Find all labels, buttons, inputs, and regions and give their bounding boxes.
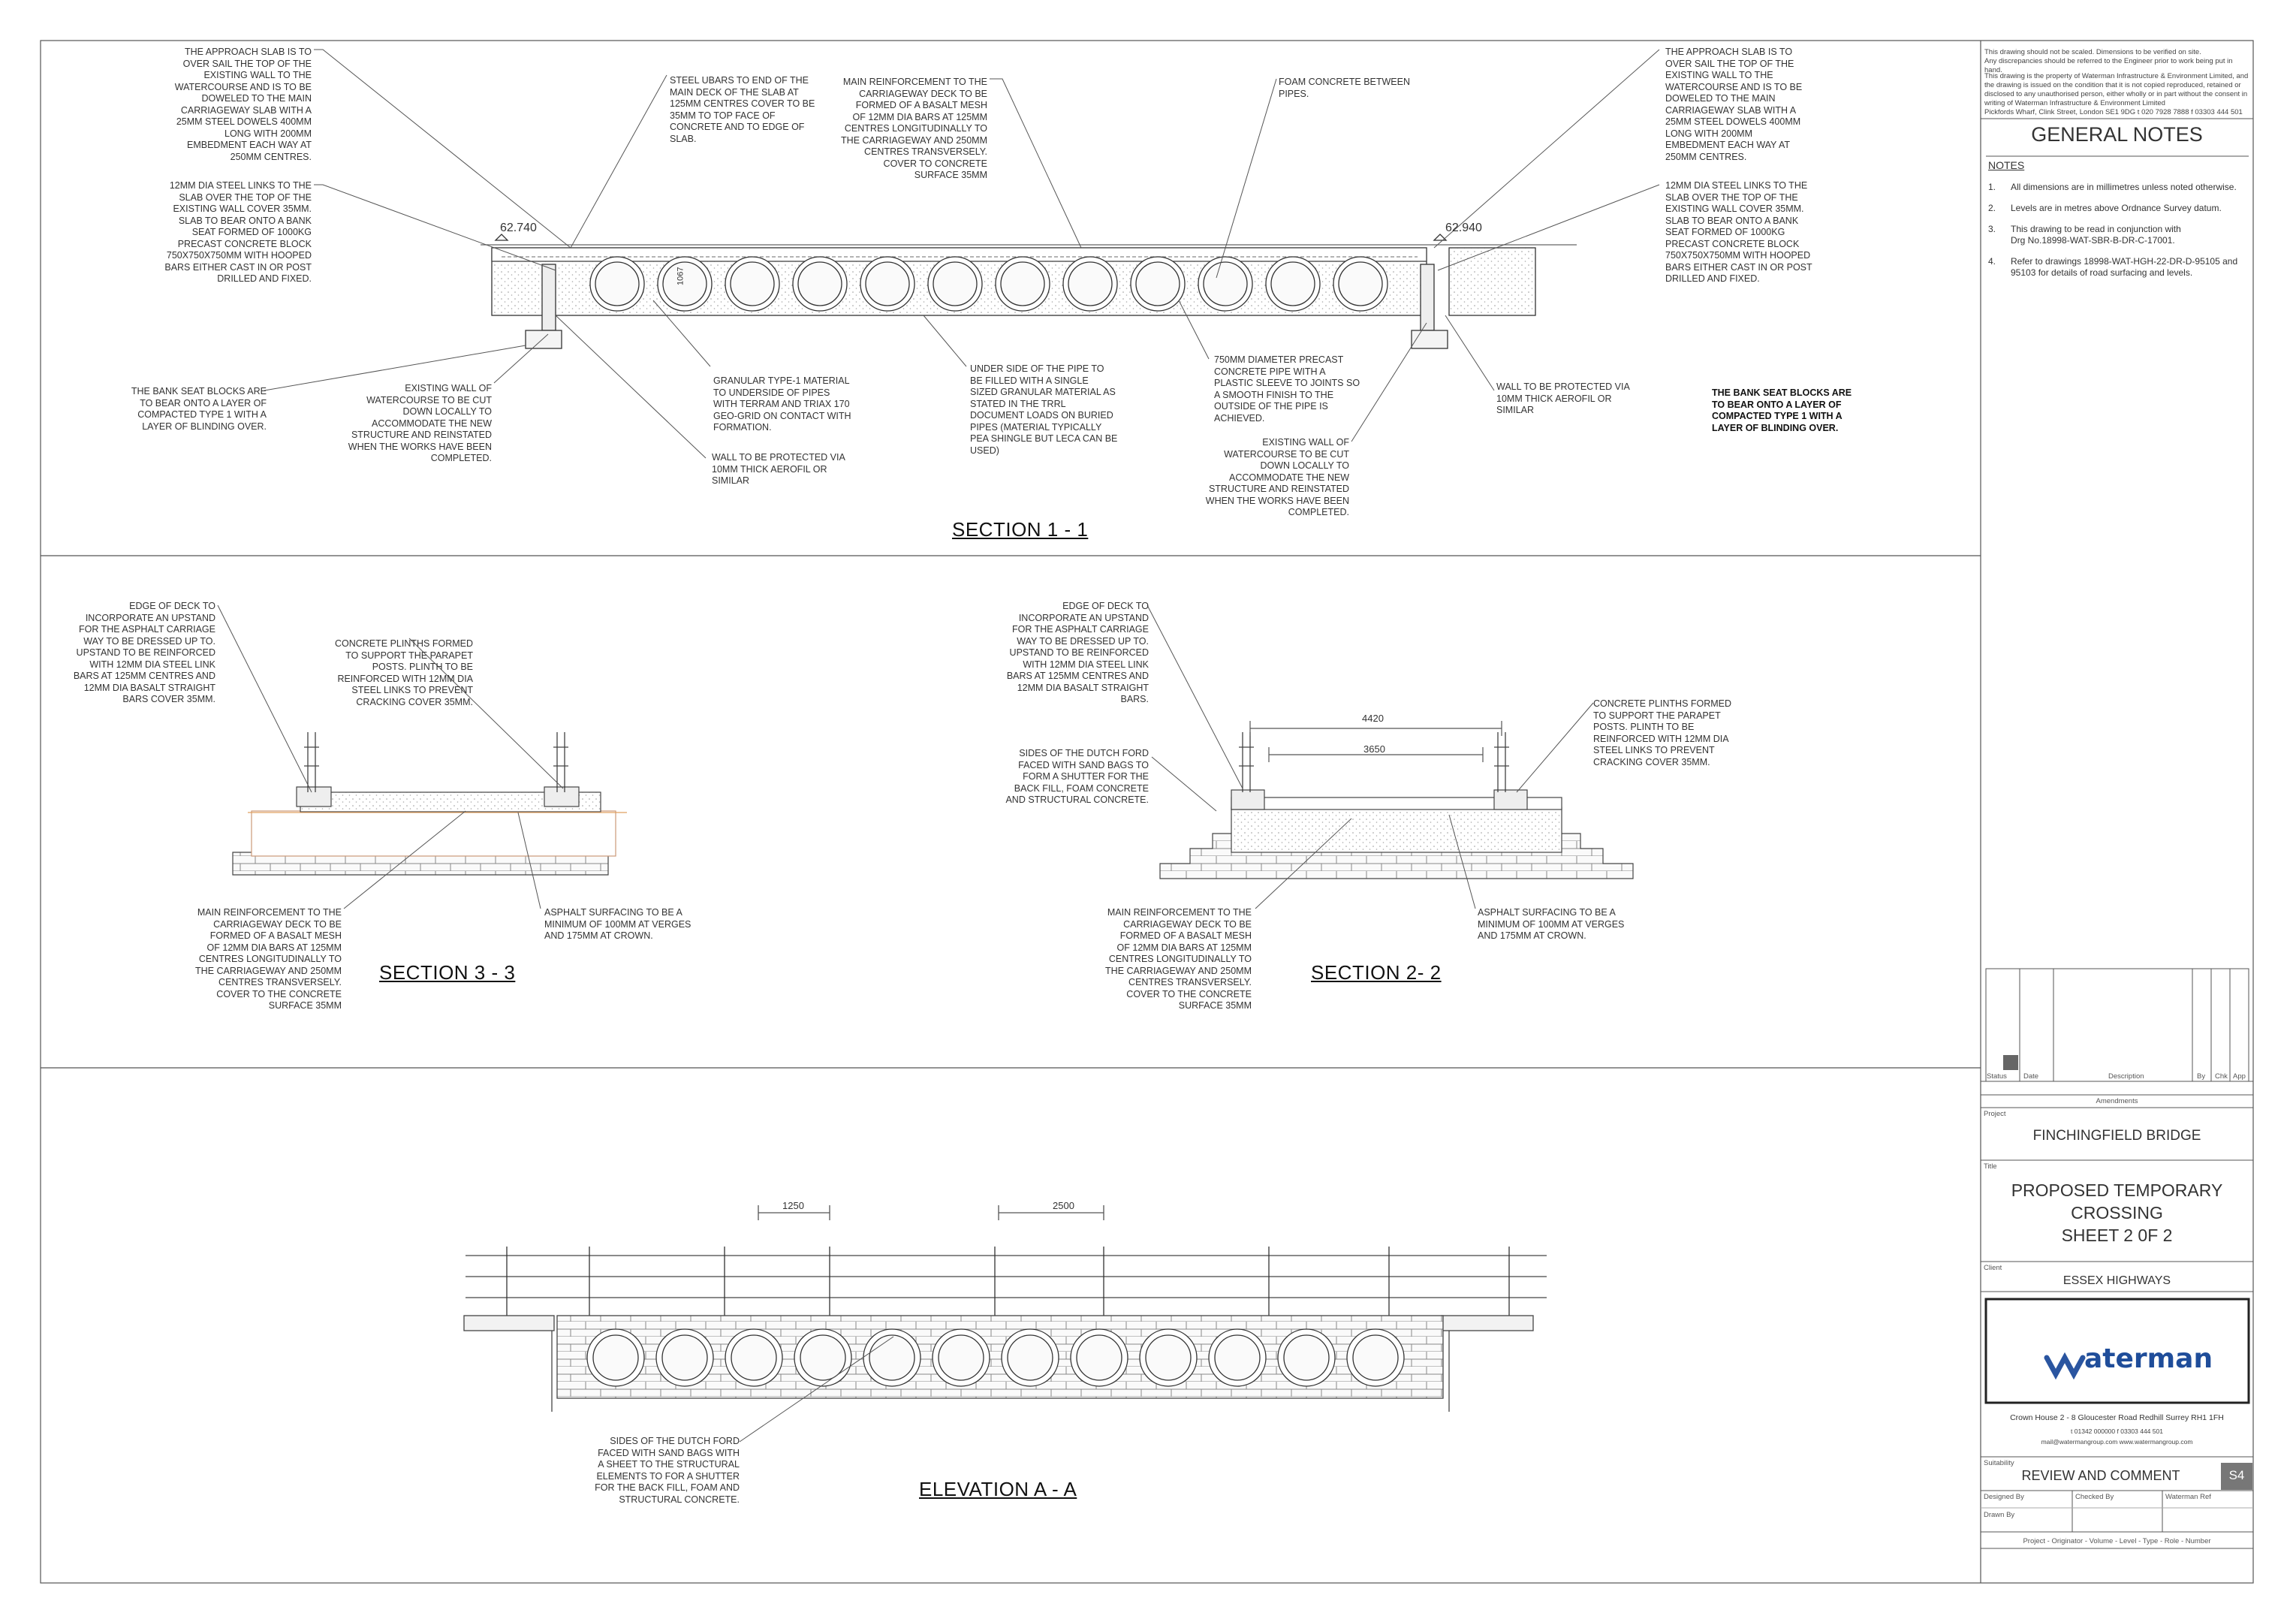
designed-by-label: Designed By [1984, 1493, 2024, 1501]
amend-col-app: App [2233, 1072, 2246, 1081]
checked-by-label: Checked By [2075, 1493, 2114, 1501]
waterman-logo-text: aterman [2084, 1343, 2213, 1374]
project-label: Project [1984, 1110, 2006, 1118]
section-3-3-leaders [217, 604, 564, 909]
elevation-a-a-drawing [463, 1205, 1547, 1412]
drawing-number-format: Project - Originator - Volume - Level - … [2023, 1537, 2211, 1545]
note-approach-slab-right: THE APPROACH SLAB IS TO OVER SAIL THE TO… [1665, 47, 1803, 162]
waterman-logo-mark [2044, 1352, 2086, 1380]
disclaimer-property: This drawing is the property of Waterman… [1984, 72, 2249, 116]
note-granular-material: GRANULAR TYPE-1 MATERIAL TO UNDERSIDE OF… [713, 375, 851, 433]
note-bank-seat-left: THE BANK SEAT BLOCKS ARE TO BEAR ONTO A … [131, 386, 267, 432]
note-foam-concrete: FOAM CONCRETE BETWEEN PIPES. [1279, 77, 1411, 99]
amend-col-by: By [2197, 1072, 2206, 1081]
notes-list: 1.All dimensions are in millimetres unle… [1988, 182, 2247, 288]
dimension-1250: 1250 [782, 1200, 804, 1211]
client-name: ESSEX HIGHWAYS [2062, 1274, 2171, 1287]
elevation-posts [506, 1247, 1510, 1316]
amend-col-date: Date [2023, 1072, 2039, 1081]
drawn-by-label: Drawn By [1984, 1511, 2015, 1519]
note-item: 3.This drawing to be read in conjunction… [1988, 224, 2181, 246]
note-item: 4.Refer to drawings 18998-WAT-HGH-22-DR-… [1988, 256, 2238, 278]
status-code: S4 [2228, 1468, 2245, 1482]
section-2-2-title: SECTION 2- 2 [1311, 961, 1442, 984]
note-steel-ubars: STEEL UBARS TO END OF THE MAIN DECK OF T… [670, 75, 815, 144]
office-address: Crown House 2 - 8 Gloucester Road Redhil… [2010, 1413, 2224, 1422]
amendment-marker [2003, 1055, 2018, 1070]
dimension-2500: 2500 [1053, 1200, 1074, 1211]
disclaimer-scale: This drawing should not be scaled. Dimen… [1984, 48, 2233, 74]
amend-col-description: Description [2108, 1072, 2144, 1081]
section-3-3-title: SECTION 3 - 3 [379, 961, 516, 984]
section-1-1-leaders [264, 49, 1660, 459]
s22-note-concrete-plinths: CONCRETE PLINTHS FORMED TO SUPPORT THE P… [1593, 698, 1732, 767]
s33-note-concrete-plinths: CONCRETE PLINTHS FORMED TO SUPPORT THE P… [334, 638, 473, 707]
suitability-value: REVIEW AND COMMENT [2021, 1468, 2180, 1483]
elevation-pipes [586, 1328, 1405, 1387]
section-2-2-drawing [1159, 721, 1634, 879]
status-code-box [2221, 1463, 2252, 1490]
s22-note-sides-dutch-ford: SIDES OF THE DUTCH FORD FACED WITH SAND … [1005, 748, 1149, 805]
level-left: 62.740 [500, 222, 537, 234]
s22-note-main-reinforcement: MAIN REINFORCEMENT TO THE CARRIAGEWAY DE… [1105, 907, 1252, 1011]
elevation-leader [739, 1336, 894, 1443]
note-pipe-underside: UNDER SIDE OF THE PIPE TO BE FILLED WITH… [970, 363, 1118, 456]
s33-note-main-reinforcement: MAIN REINFORCEMENT TO THE CARRIAGEWAY DE… [195, 907, 342, 1011]
title-label: Title [1984, 1162, 1997, 1171]
s22-note-asphalt: ASPHALT SURFACING TO BE A MINIMUM OF 100… [1478, 907, 1625, 941]
project-name: FINCHINGFIELD BRIDGE [2032, 1128, 2201, 1144]
note-steel-links-right: 12mm DIA STEEL LINKS TO THE SLAB OVER TH… [1665, 180, 1812, 284]
note-approach-slab-left: THE APPROACH SLAB IS TO OVER SAIL THE TO… [174, 47, 312, 162]
note-750mm-pipe: 750mm DIAMETER PRECAST CONCRETE PIPE WIT… [1214, 354, 1360, 424]
note-item: 1.All dimensions are in millimetres unle… [1988, 182, 2237, 192]
section-1-1-drawing [481, 234, 1577, 349]
suitability-label: Suitability [1984, 1459, 2014, 1467]
section-3-3-drawing [232, 732, 627, 876]
amend-col-status: Status [1987, 1072, 2007, 1081]
note-item: 2.Levels are in metres above Ordnance Su… [1988, 203, 2222, 213]
dimension-3650: 3650 [1363, 743, 1385, 755]
notes-heading: NOTES [1988, 159, 2025, 171]
note-main-reinforcement: MAIN REINFORCEMENT TO THE CARRIAGEWAY DE… [841, 77, 987, 180]
contact-web: mail@watermangroup.com www.watermangroup… [2041, 1438, 2193, 1446]
note-wall-protection-mid: WALL TO BE PROTECTED VIA 10mm THICK AERO… [712, 452, 845, 486]
pipe-dimension: 1067 [676, 267, 685, 285]
amendments-label: Amendments [2096, 1097, 2138, 1105]
s33-note-edge-of-deck: EDGE OF DECK TO INCORPORATE AN UPSTAND F… [73, 601, 215, 704]
note-existing-wall-left: EXISTING WALL OF WATERCOURSE TO BE CUT D… [348, 383, 492, 463]
s22-note-edge-of-deck: EDGE OF DECK TO INCORPORATE AN UPSTAND F… [1006, 601, 1149, 704]
amend-col-chk: Chk [2215, 1072, 2228, 1081]
note-steel-links-left: 12mm DIA STEEL LINKS TO THE SLAB OVER TH… [164, 180, 312, 284]
note-bank-seat-right: THE BANK SEAT BLOCKS ARE TO BEAR ONTO A … [1712, 387, 1852, 433]
contact-phone: t 01342 000000 f 03303 444 501 [2071, 1428, 2163, 1435]
level-right: 62.940 [1445, 222, 1482, 234]
section-2-2-leaders [1146, 604, 1594, 909]
s33-note-asphalt: ASPHALT SURFACING TO BE A MINIMUM OF 100… [544, 907, 692, 941]
client-label: Client [1984, 1264, 2002, 1272]
section-1-1-pipes [589, 256, 1388, 312]
elevation-note-sides: SIDES OF THE DUTCH FORD FACED WITH SAND … [595, 1436, 740, 1505]
sheet-frame [40, 40, 2254, 1584]
drawing-title: PROPOSED TEMPORARY CROSSING SHEET 2 0F 2 [2011, 1180, 2223, 1245]
waterman-ref-label: Waterman Ref [2165, 1493, 2211, 1501]
title-block-lines [1981, 118, 2253, 1549]
section-1-1-title: SECTION 1 - 1 [952, 518, 1089, 541]
note-existing-wall-right: EXISTING WALL OF WATERCOURSE TO BE CUT D… [1205, 437, 1349, 517]
general-notes-heading: GENERAL NOTES [2031, 123, 2203, 146]
elevation-a-a-title: ELEVATION A - A [919, 1478, 1077, 1500]
dimension-4420: 4420 [1362, 713, 1384, 724]
note-wall-protection-right: WALL TO BE PROTECTED VIA 10mm THICK AERO… [1496, 381, 1630, 415]
